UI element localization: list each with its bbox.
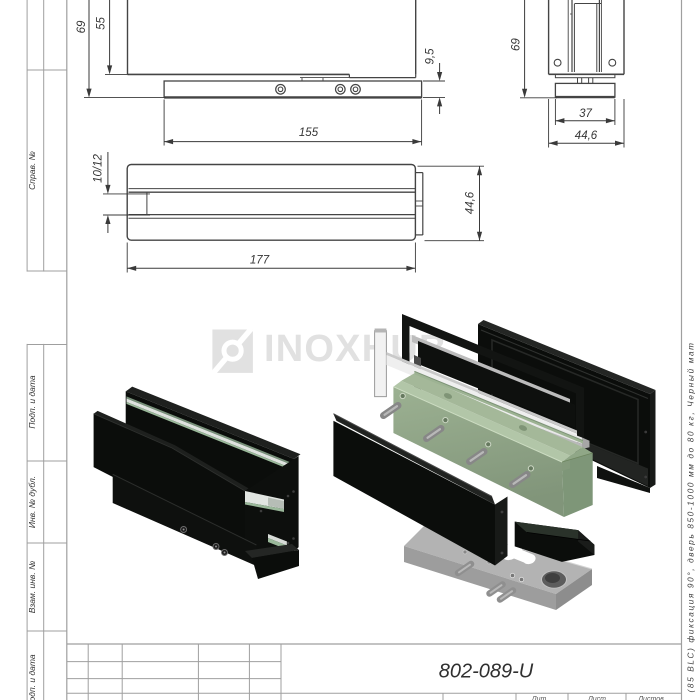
- svg-text:69: 69: [511, 38, 523, 51]
- svg-text:55: 55: [96, 17, 108, 30]
- svg-text:Инв. № дубл.: Инв. № дубл.: [27, 476, 37, 528]
- svg-text:Лист: Лист: [587, 696, 606, 700]
- svg-text:Подп. и дата: Подп. и дата: [27, 375, 37, 428]
- svg-text:(85 BLC) фиксация 90°, дверь 8: (85 BLC) фиксация 90°, дверь 850-1000 мм…: [687, 341, 696, 692]
- svg-text:44,6: 44,6: [575, 130, 598, 142]
- svg-text:Справ. №: Справ. №: [27, 151, 37, 190]
- svg-text:177: 177: [250, 255, 270, 267]
- svg-text:Подп. и дата: Подп. и дата: [27, 654, 37, 700]
- svg-text:Взам. инв. №: Взам. инв. №: [27, 561, 37, 614]
- svg-text:802-089-U: 802-089-U: [439, 661, 534, 683]
- svg-text:37: 37: [579, 108, 592, 120]
- svg-text:9,5: 9,5: [425, 48, 437, 65]
- svg-text:Листов: Листов: [637, 696, 664, 700]
- svg-text:44,6: 44,6: [465, 191, 477, 214]
- svg-text:69: 69: [76, 20, 88, 33]
- svg-text:10/12: 10/12: [93, 154, 105, 183]
- svg-text:155: 155: [299, 127, 319, 139]
- svg-text:Лит.: Лит.: [531, 696, 548, 700]
